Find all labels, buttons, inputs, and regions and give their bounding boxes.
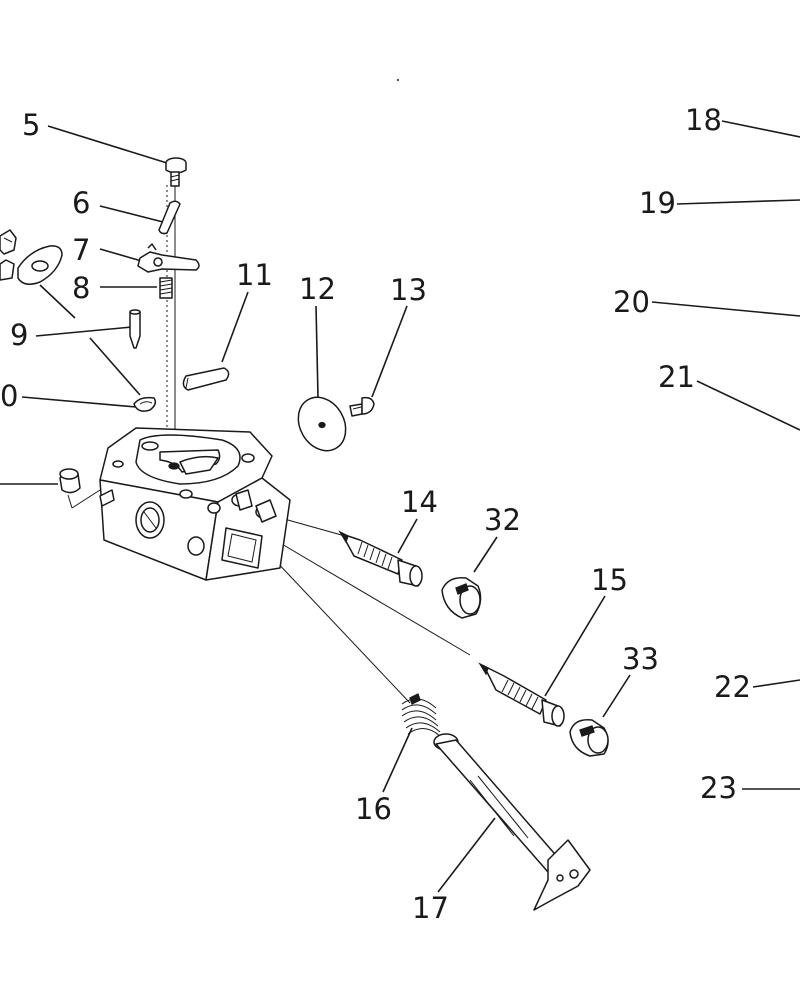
leader-17 bbox=[437, 817, 496, 893]
needle-part-9 bbox=[129, 309, 141, 349]
spring-part-8 bbox=[159, 277, 173, 299]
callout-15: 15 bbox=[591, 563, 628, 597]
leader-20 bbox=[651, 301, 800, 317]
cap-part-32 bbox=[441, 577, 482, 619]
leader-9 bbox=[35, 326, 133, 337]
callout-33: 33 bbox=[622, 642, 659, 676]
leader-19 bbox=[676, 199, 800, 205]
callout-14: 14 bbox=[401, 485, 438, 519]
callout-21: 21 bbox=[658, 360, 695, 394]
callout-11: 11 bbox=[236, 258, 273, 292]
diaphragm-part-12 bbox=[297, 396, 347, 452]
leader-14 bbox=[397, 518, 418, 554]
plate-part-left bbox=[17, 245, 63, 285]
leader-left-gasket bbox=[39, 284, 76, 319]
leader-13 bbox=[371, 305, 408, 398]
stray-dot bbox=[397, 79, 399, 81]
leader-11 bbox=[221, 291, 249, 363]
leader-6 bbox=[99, 205, 164, 223]
assembly-axes bbox=[67, 185, 471, 704]
callout-18: 18 bbox=[685, 103, 722, 137]
carburetor-body bbox=[99, 427, 291, 581]
leader-15 bbox=[544, 595, 606, 697]
leader-lines bbox=[0, 120, 800, 893]
leader-12 bbox=[315, 305, 319, 398]
leader-5 bbox=[47, 125, 168, 164]
leader-32 bbox=[473, 536, 498, 573]
screw-part-5 bbox=[165, 157, 187, 187]
callout-6: 6 bbox=[72, 186, 90, 220]
pin-part-6 bbox=[158, 200, 181, 235]
callout-17: 17 bbox=[412, 891, 449, 925]
callout-22: 22 bbox=[714, 670, 751, 704]
leader-21 bbox=[696, 380, 800, 431]
clip-part-10 bbox=[133, 396, 157, 412]
cap-part-33 bbox=[569, 719, 609, 757]
leader-16 bbox=[382, 727, 413, 793]
callout-8: 8 bbox=[72, 271, 90, 305]
callout-20: 20 bbox=[613, 285, 650, 319]
callout-10: 0 bbox=[0, 379, 18, 413]
callout-9: 9 bbox=[10, 318, 28, 352]
callout-5: 5 bbox=[22, 108, 40, 142]
shaft-part-17 bbox=[433, 733, 591, 911]
left-edge-fitting bbox=[0, 229, 17, 255]
callout-16: 16 bbox=[355, 792, 392, 826]
leader-10 bbox=[21, 396, 137, 408]
screw-part-13 bbox=[349, 396, 375, 417]
needle-screw-part-14 bbox=[338, 530, 423, 587]
callout-19: 19 bbox=[639, 186, 676, 220]
pin-part-11 bbox=[182, 367, 230, 391]
leader-18 bbox=[721, 120, 800, 138]
leader-7 bbox=[99, 248, 146, 263]
leader-33 bbox=[602, 674, 631, 718]
callout-7: 7 bbox=[72, 233, 90, 267]
spring-part-16 bbox=[401, 693, 441, 737]
callout-12: 12 bbox=[299, 272, 336, 306]
callout-23: 23 bbox=[700, 771, 737, 805]
leader-left-a bbox=[89, 337, 141, 396]
needle-screw-part-15 bbox=[478, 662, 565, 727]
plug-left bbox=[59, 468, 81, 494]
lever-part-7 bbox=[137, 243, 200, 273]
left-edge-gasket bbox=[0, 259, 15, 281]
leader-22 bbox=[752, 679, 800, 688]
callout-13: 13 bbox=[390, 273, 427, 307]
callout-32: 32 bbox=[484, 503, 521, 537]
